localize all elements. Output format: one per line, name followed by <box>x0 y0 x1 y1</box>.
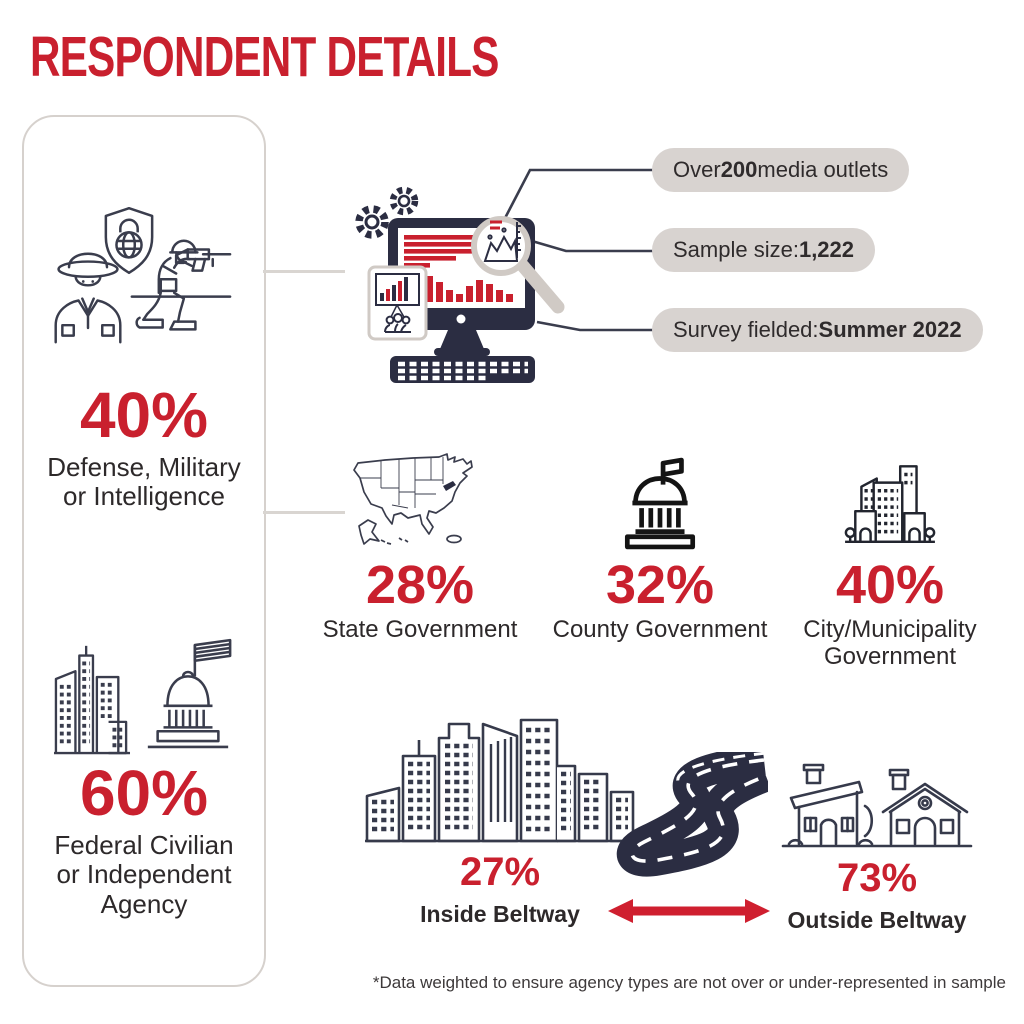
us-map-icon <box>353 453 473 545</box>
us-capitol-icon <box>147 638 232 749</box>
fact-pill-media-outlets: Over 200 media outlets <box>652 148 910 192</box>
keyboard-icon <box>390 356 535 383</box>
city-percent: 40% <box>835 555 945 615</box>
stat-outside-beltway: 73% Outside Beltway <box>778 758 976 934</box>
state-percent: 28% <box>365 555 475 615</box>
state-label: State Government <box>322 616 518 643</box>
defense-percent: 40% <box>79 379 209 451</box>
stat-state-government: 28% State Government <box>320 448 520 644</box>
inside-beltway-percent: 27% <box>459 850 541 894</box>
stat-federal-civilian: 60% Federal Civilian or Independent Agen… <box>24 623 264 919</box>
outside-beltway-percent: 73% <box>836 856 918 900</box>
county-label: County Government <box>552 616 768 643</box>
page-title: RESPONDENT DETAILS <box>30 25 499 89</box>
fact-pill-survey-fielded: Survey fielded: Summer 2022 <box>652 308 983 352</box>
screen-report-bars <box>404 235 476 268</box>
agency-split-panel: 40% Defense, Military or Intelligence <box>22 115 266 987</box>
gears-icon <box>355 186 419 239</box>
stat-defense-military-intelligence: 40% Defense, Military or Intelligence <box>24 205 264 512</box>
report-card-icon <box>367 265 428 341</box>
houses-icon <box>781 763 973 848</box>
connector-line-middle <box>263 511 345 514</box>
defense-label: Defense, Military or Intelligence <box>47 452 241 512</box>
county-building-icon <box>624 457 696 550</box>
connector-line-top <box>263 270 345 273</box>
county-percent: 32% <box>605 555 715 615</box>
magnifier-icon <box>471 216 565 314</box>
winding-road-icon <box>616 752 768 877</box>
outside-beltway-label: Outside Beltway <box>787 907 967 933</box>
soldier-icon <box>130 239 232 331</box>
federal-label: Federal Civilian or Independent Agency <box>54 830 234 919</box>
city-label: City/Municipality Government <box>803 616 977 670</box>
survey-research-illustration <box>355 168 656 383</box>
fact-pill-sample-size: Sample size: 1,222 <box>652 228 876 272</box>
inside-beltway-label: Inside Beltway <box>420 901 580 927</box>
shield-globe-icon <box>104 206 154 275</box>
federal-percent: 60% <box>79 757 209 829</box>
skyscrapers-icon <box>53 645 131 755</box>
footnote: *Data weighted to ensure agency types ar… <box>372 973 1006 992</box>
spy-icon <box>54 252 122 344</box>
stat-county-government: 32% County Government <box>550 448 770 644</box>
city-skyline-icon <box>365 718 635 843</box>
stat-inside-beltway: 27% Inside Beltway <box>362 702 638 928</box>
stat-city-government: 40% City/Municipality Government <box>788 448 992 671</box>
double-arrow-icon <box>608 899 770 923</box>
city-buildings-icon <box>844 465 936 544</box>
